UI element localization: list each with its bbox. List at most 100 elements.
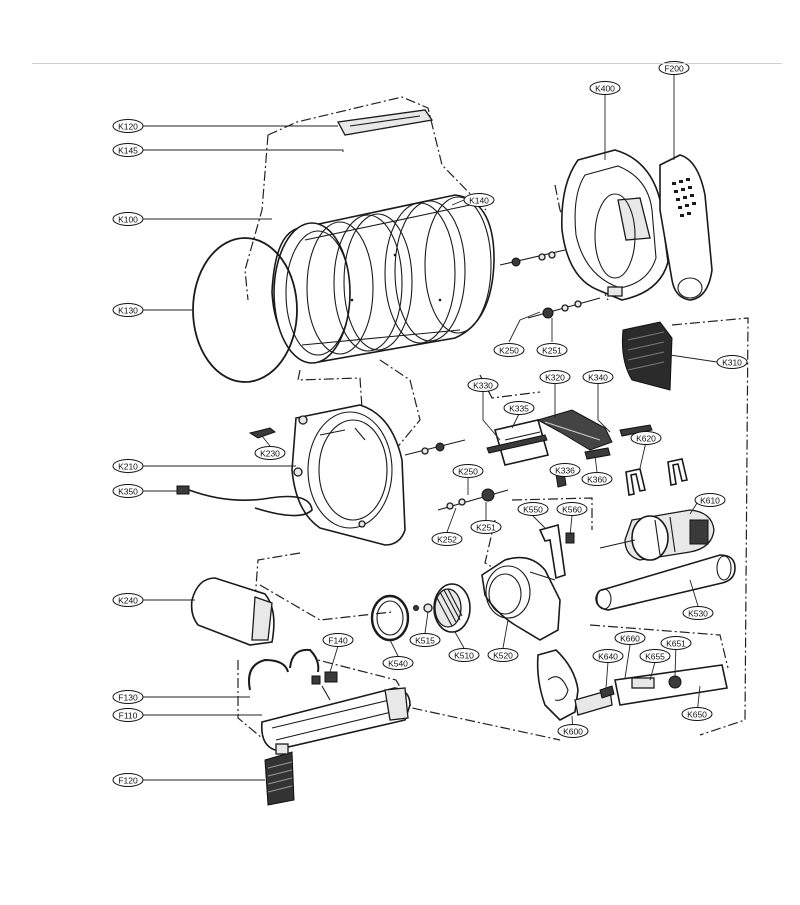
part-label-k650[interactable]: K650 — [681, 707, 713, 721]
part-label-k520[interactable]: K520 — [487, 648, 519, 662]
part-label-k120[interactable]: K120 — [112, 119, 144, 133]
part-code-k145: K145 — [118, 146, 138, 156]
part-code-k400: K400 — [595, 84, 615, 94]
part-code-f200: F200 — [664, 64, 684, 74]
part-label-k251-upper[interactable]: K251 — [536, 343, 568, 357]
part-code-k610: K610 — [700, 496, 720, 506]
part-code-k510: K510 — [454, 651, 474, 661]
part-code-k340: K340 — [588, 373, 608, 383]
part-code-k550: K550 — [523, 505, 543, 515]
thermistor-bracket — [538, 523, 566, 580]
part-label-k320[interactable]: K320 — [539, 370, 571, 384]
blower-washer — [413, 605, 419, 611]
part-code-f130: F130 — [118, 693, 138, 703]
part-label-k130[interactable]: K130 — [112, 303, 144, 317]
part-label-k100[interactable]: K100 — [112, 212, 144, 226]
part-code-k530: K530 — [688, 609, 708, 619]
part-code-k140: K140 — [469, 196, 489, 206]
part-label-f200[interactable]: F200 — [658, 61, 690, 75]
part-code-k100: K100 — [118, 215, 138, 225]
part-label-k250-upper[interactable]: K250 — [493, 343, 525, 357]
drum-belt — [192, 237, 298, 383]
part-code-k130: K130 — [118, 306, 138, 316]
part-label-k250-lower[interactable]: K250 — [452, 464, 484, 478]
part-label-k620[interactable]: K620 — [630, 431, 662, 445]
part-code-k640: K640 — [598, 652, 618, 662]
part-code-k310: K310 — [722, 358, 742, 368]
part-label-k145[interactable]: K145 — [112, 143, 144, 157]
lint-filter-screen — [264, 743, 295, 806]
part-label-k550[interactable]: K550 — [517, 502, 549, 516]
part-label-k510[interactable]: K510 — [448, 648, 480, 662]
part-labels: K120 K145 K100 K130 K140 K400 — [112, 61, 748, 787]
part-label-k335[interactable]: K335 — [503, 401, 535, 415]
part-label-f140[interactable]: F140 — [322, 633, 354, 647]
part-label-k251-lower[interactable]: K251 — [470, 520, 502, 534]
part-label-f110[interactable]: F110 — [112, 708, 144, 722]
front-bearing-shaft — [404, 439, 466, 456]
part-label-k210[interactable]: K210 — [112, 459, 144, 473]
lint-filter-housing — [260, 687, 411, 751]
part-code-k520: K520 — [493, 651, 513, 661]
part-label-k330[interactable]: K330 — [467, 378, 499, 392]
part-label-k350[interactable]: K350 — [112, 484, 144, 498]
part-code-k320: K320 — [545, 373, 565, 383]
part-code-k515: K515 — [415, 636, 435, 646]
lower-roller-group — [437, 488, 509, 511]
part-code-k250-upper: K250 — [499, 346, 519, 356]
lint-hoses — [248, 648, 338, 701]
part-label-k560[interactable]: K560 — [556, 502, 588, 516]
lint-duct — [190, 577, 275, 646]
part-code-k120: K120 — [118, 122, 138, 132]
part-label-k310[interactable]: K310 — [716, 355, 748, 369]
part-code-f120: F120 — [118, 776, 138, 786]
blower-wheel — [433, 583, 471, 633]
part-label-k252[interactable]: K252 — [431, 532, 463, 546]
exhaust-duct — [595, 554, 736, 611]
part-label-k610[interactable]: K610 — [694, 493, 726, 507]
part-code-k240: K240 — [118, 596, 138, 606]
front-bulkhead — [291, 404, 406, 546]
part-label-k515[interactable]: K515 — [409, 633, 441, 647]
part-label-k240[interactable]: K240 — [112, 593, 144, 607]
part-label-k655[interactable]: K655 — [639, 649, 671, 663]
part-code-k651: K651 — [666, 639, 686, 649]
part-code-k660: K660 — [620, 634, 640, 644]
wire-harness — [176, 485, 313, 517]
part-label-k540[interactable]: K540 — [382, 656, 414, 670]
part-code-k251-upper: K251 — [542, 346, 562, 356]
motor-clips — [625, 458, 688, 496]
part-code-k335: K335 — [509, 404, 529, 414]
part-label-k640[interactable]: K640 — [592, 649, 624, 663]
part-label-k360[interactable]: K360 — [581, 472, 613, 486]
part-label-f130[interactable]: F130 — [112, 690, 144, 704]
part-code-k350: K350 — [118, 487, 138, 497]
part-code-k210: K210 — [118, 462, 138, 472]
part-label-k230[interactable]: K230 — [254, 446, 286, 460]
part-code-k650: K650 — [687, 710, 707, 720]
control-cover — [659, 154, 713, 301]
part-label-k600[interactable]: K600 — [557, 724, 589, 738]
upper-roller-group — [527, 297, 601, 319]
part-code-k600: K600 — [563, 727, 583, 737]
part-code-k655: K655 — [645, 652, 665, 662]
part-code-k360: K360 — [587, 475, 607, 485]
part-label-k340[interactable]: K340 — [582, 370, 614, 384]
part-label-k140[interactable]: K140 — [463, 193, 495, 207]
part-label-k651[interactable]: K651 — [660, 636, 692, 650]
part-code-k336: K336 — [555, 466, 575, 476]
part-code-k540: K540 — [388, 659, 408, 669]
part-label-k336[interactable]: K336 — [549, 463, 581, 477]
part-label-k530[interactable]: K530 — [682, 606, 714, 620]
sensor-rail — [599, 664, 728, 706]
part-code-k620: K620 — [636, 434, 656, 444]
part-code-f140: F140 — [328, 636, 348, 646]
part-label-k660[interactable]: K660 — [614, 631, 646, 645]
part-label-k400[interactable]: K400 — [589, 81, 621, 95]
idler-pulley-arm — [536, 409, 613, 451]
rear-panel — [561, 149, 669, 301]
part-label-f120[interactable]: F120 — [112, 773, 144, 787]
blower-seal-ring — [370, 594, 410, 642]
blower-housing — [481, 556, 561, 641]
